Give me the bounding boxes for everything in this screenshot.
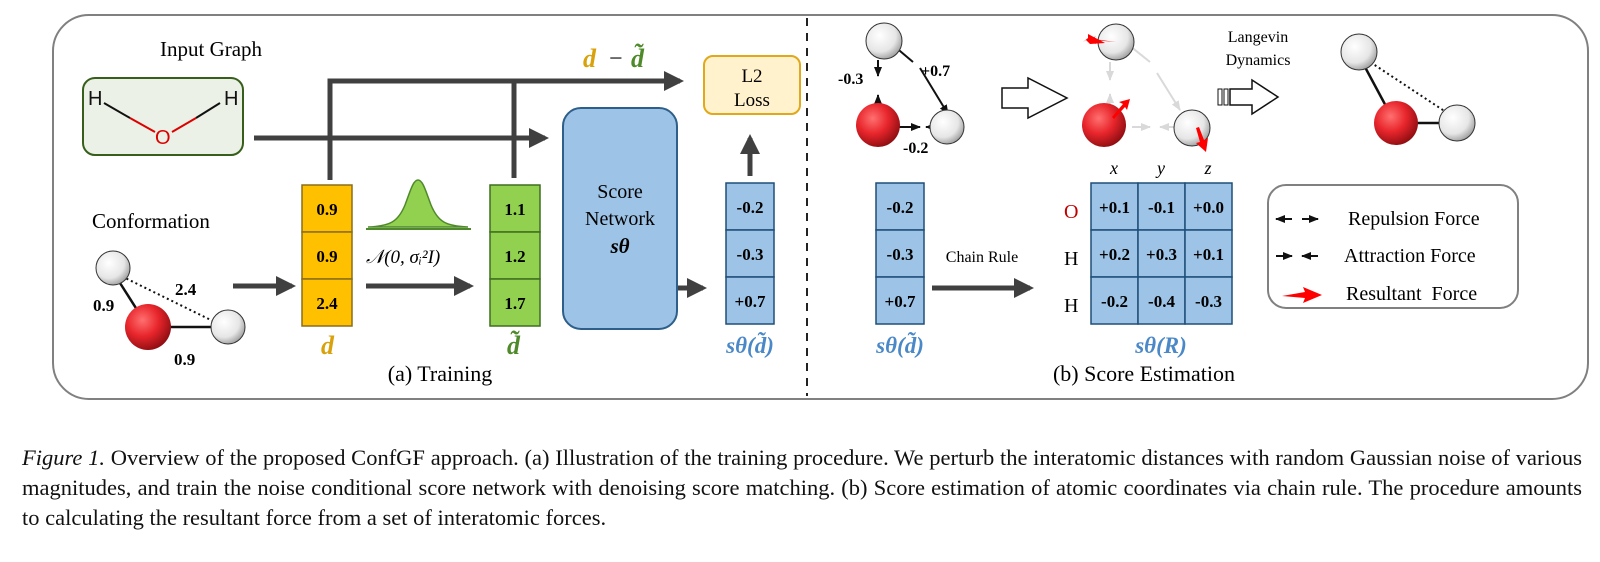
force-label-oh-vertical: -0.3 <box>838 71 863 88</box>
network-line-1: Score <box>597 181 643 203</box>
final-conformation-molecule <box>1340 33 1476 145</box>
matrix-cell <box>1137 229 1186 278</box>
score-vector-training: -0.2 -0.3 +0.7 <box>725 182 775 325</box>
langevin-label-line-1: Langevin <box>1228 29 1288 46</box>
hollow-arrow-icon <box>1001 76 1069 120</box>
l2-loss-box: L2 Loss <box>703 55 801 115</box>
matrix-value: -0.4 <box>1148 292 1175 311</box>
d-tilde-value: 1.7 <box>504 294 526 313</box>
matrix-row-header: H <box>1064 248 1078 270</box>
graph-atom-h-right: H <box>224 88 238 110</box>
graph-atom-o: O <box>155 127 171 149</box>
d-value: 0.9 <box>316 247 337 266</box>
noise-distribution-label: 𝒩(0, σᵢ²I) <box>366 247 440 268</box>
d-tilde-value: 1.2 <box>504 247 525 266</box>
force-label-oh-horizontal: -0.2 <box>903 140 928 157</box>
matrix-value: +0.2 <box>1099 245 1130 264</box>
langevin-arrow-icon <box>1217 78 1280 116</box>
score-value: -0.2 <box>737 198 764 217</box>
force-legend: Repulsion Force Attraction Force Resulta… <box>1267 184 1519 309</box>
d-label: d <box>321 331 335 360</box>
d-tilde-label: d̃ <box>507 330 521 360</box>
score-value: +0.7 <box>885 292 916 311</box>
figure-frame <box>52 14 1589 400</box>
diff-minus: − <box>609 46 623 72</box>
caption-text: Overview of the proposed ConfGF approach… <box>22 445 1583 530</box>
matrix-value: -0.2 <box>1101 292 1128 311</box>
graph-atom-h-left: H <box>88 88 102 110</box>
atom-h <box>95 250 131 286</box>
matrix-cell <box>1137 182 1186 231</box>
confgf-figure: Input Graph H O H Conformation 0.9 0.9 2… <box>52 14 1589 400</box>
force-label-hh-diagonal: +0.7 <box>921 63 950 80</box>
conformation-title: Conformation <box>92 209 210 233</box>
matrix-cell <box>1090 276 1139 325</box>
bond-label-bottom: 0.9 <box>174 350 195 369</box>
matrix-row-header: H <box>1064 295 1078 317</box>
matrix-col-header: y <box>1155 158 1165 178</box>
input-graph-title: Input Graph <box>160 37 263 61</box>
matrix-col-header: x <box>1109 158 1118 178</box>
atom-o <box>125 304 171 350</box>
matrix-cell <box>1184 229 1233 278</box>
diff-d-tilde: d̃ <box>631 43 645 73</box>
network-line-2: Network <box>585 208 655 230</box>
matrix-value: +0.0 <box>1193 198 1224 217</box>
score-value: -0.3 <box>887 245 914 264</box>
force-molecule: -0.3 +0.7 -0.2 <box>838 22 965 157</box>
matrix-label: sθ(R) <box>1134 333 1187 358</box>
d-tilde-value: 1.1 <box>504 200 525 219</box>
conformation-molecule: 0.9 0.9 2.4 <box>93 250 246 369</box>
score-matrix: x y z O H H +0.1 -0.1 +0.0 +0.2 +0.3 +0.1 -0.2… <box>1064 158 1233 325</box>
bond-label-dotted: 2.4 <box>175 280 197 299</box>
score-vector-estimation: -0.2 -0.3 +0.7 <box>875 182 925 325</box>
score-network-box: Score Network sθ <box>562 107 678 330</box>
d-tilde-vector: 1.1 1.2 1.7 <box>489 184 541 327</box>
legend-repulsion: Repulsion Force <box>1348 208 1480 230</box>
matrix-value: +0.3 <box>1146 245 1177 264</box>
matrix-cell <box>1137 276 1186 325</box>
network-symbol: sθ <box>609 234 629 258</box>
difference-label: d − d̃ <box>583 43 645 73</box>
matrix-value: +0.1 <box>1193 245 1224 264</box>
score-label-training: sθ(d̃) <box>725 333 774 358</box>
section-label-estimation: (b) Score Estimation <box>1053 361 1235 386</box>
loss-line-1: L2 <box>741 66 762 87</box>
arrow-d-to-loss <box>327 71 684 180</box>
resultant-force-icon <box>1282 287 1322 303</box>
resultant-force-molecule <box>1082 23 1211 152</box>
d-value: 2.4 <box>316 294 338 313</box>
input-graph-box: H O H <box>82 77 244 156</box>
matrix-value: -0.1 <box>1148 198 1175 217</box>
score-value: -0.3 <box>737 245 764 264</box>
figure-caption: Figure 1. Overview of the proposed ConfG… <box>22 443 1582 533</box>
score-label-estimation: sθ(d̃) <box>875 333 924 358</box>
matrix-value: +0.1 <box>1099 198 1130 217</box>
matrix-col-header: z <box>1203 158 1211 178</box>
figure-label: Figure 1. <box>22 445 106 470</box>
legend-attraction: Attraction Force <box>1344 245 1476 267</box>
diff-d: d <box>583 44 597 73</box>
section-label-training: (a) Training <box>388 361 493 386</box>
matrix-cell <box>1184 182 1233 231</box>
langevin-label-line-2: Dynamics <box>1226 52 1291 69</box>
d-value: 0.9 <box>316 200 337 219</box>
d-vector: 0.9 0.9 2.4 <box>301 184 353 327</box>
matrix-cell <box>1184 276 1233 325</box>
matrix-row-header: O <box>1064 201 1078 223</box>
loss-line-2: Loss <box>734 90 770 111</box>
chain-rule-label: Chain Rule <box>946 249 1018 266</box>
score-value: +0.7 <box>735 292 766 311</box>
bond-label-left: 0.9 <box>93 296 114 315</box>
gaussian-noise-icon <box>366 179 471 230</box>
atom-h <box>210 309 246 345</box>
score-value: -0.2 <box>887 198 914 217</box>
matrix-value: -0.3 <box>1195 292 1222 311</box>
legend-resultant: Resultant Force <box>1346 283 1477 305</box>
